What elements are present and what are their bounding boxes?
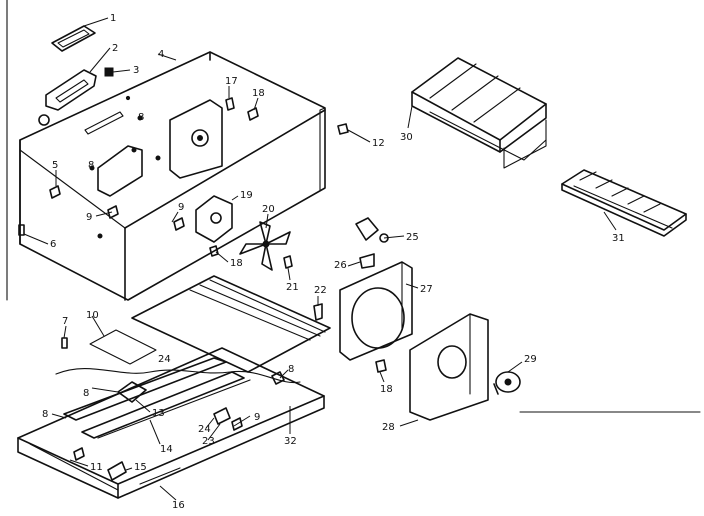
label-part-8-c: 8 [288,364,294,375]
fan-shroud-part [339,261,413,361]
label-part-9-c: 9 [254,412,260,423]
screw-part-18-top [247,107,259,121]
label-part-12: 12 [372,138,385,149]
label-part-13: 13 [152,408,165,419]
label-part-11: 11 [90,462,103,473]
fan-motor-part [173,195,233,243]
label-part-8-e: 8 [138,112,144,123]
label-part-24-a: 24 [158,354,171,365]
label-part-24-b: 24 [198,424,211,435]
label-part-25: 25 [406,232,419,243]
bracket-plate-part [38,69,97,126]
frame-fasteners [89,95,161,239]
label-part-8-d: 8 [88,160,94,171]
bracket-part-26 [359,253,375,269]
callout-labels: 1 2 3 4 5 6 7 8 8 8 8 8 9 9 9 10 11 12 1… [42,13,625,511]
fan-blade-part [239,221,291,271]
label-part-28: 28 [382,422,395,433]
label-part-26: 26 [334,260,347,271]
screw-part-7 [61,337,68,349]
label-part-15: 15 [134,462,147,473]
label-part-2: 2 [112,43,118,54]
leader-lines [23,17,617,501]
label-part-5: 5 [52,160,58,171]
label-part-30: 30 [400,132,413,143]
label-part-27: 27 [420,284,433,295]
screw-part-5 [49,185,61,199]
label-part-32: 32 [284,436,297,447]
screw-part-9 [231,417,243,431]
label-part-18-a: 18 [252,88,265,99]
label-part-14: 14 [160,444,173,455]
bracket-part-13 [117,381,147,403]
screw-part-18-lower [375,359,387,373]
cabinet-frame-part [19,51,326,301]
drain-strip-part [139,467,181,485]
screw-part-8 [271,371,285,385]
control-knob-part [493,371,521,395]
coil-tray-part [89,275,331,373]
condenser-cover-part [409,313,489,421]
label-part-1: 1 [110,13,116,24]
clip-part-25 [355,217,389,243]
screw-part-9-frame [107,205,119,219]
label-part-31: 31 [612,233,625,244]
label-part-21: 21 [286,282,299,293]
label-part-3: 3 [133,65,139,76]
label-part-8-a: 8 [83,388,89,399]
screw-part-6 [18,224,25,236]
label-part-17: 17 [225,76,238,87]
label-part-29: 29 [524,354,537,365]
label-part-6: 6 [50,239,56,250]
motor-mount-bracket [169,99,223,179]
label-part-22: 22 [314,285,327,296]
wire-shelf-part [411,57,547,169]
label-part-8-b: 8 [42,409,48,420]
screw-part-12 [337,123,349,135]
label-part-9-a: 9 [86,212,92,223]
label-part-18-b: 18 [230,258,243,269]
label-part-19: 19 [240,190,253,201]
label-part-18-c: 18 [380,384,393,395]
label-part-23: 23 [202,436,215,447]
screw-part-21 [283,255,293,269]
label-part-4: 4 [158,49,164,60]
base-pan-part [17,347,325,499]
rail-part [63,357,251,439]
bracket-part-15 [107,461,127,481]
label-part-16: 16 [172,500,185,511]
screw-part-22 [313,303,323,321]
label-part-7: 7 [62,316,68,327]
screw-part-17 [225,97,235,111]
label-part-10: 10 [86,310,99,321]
wire-part [55,368,301,384]
label-part-20: 20 [262,204,275,215]
frame-opening [97,145,143,197]
gasket-frame-part [51,25,96,52]
ice-tray-part [561,169,687,237]
clip-part-23 [213,407,231,425]
label-part-9-b: 9 [178,202,184,213]
nut-part [104,67,114,77]
screw-part-11 [73,447,85,461]
